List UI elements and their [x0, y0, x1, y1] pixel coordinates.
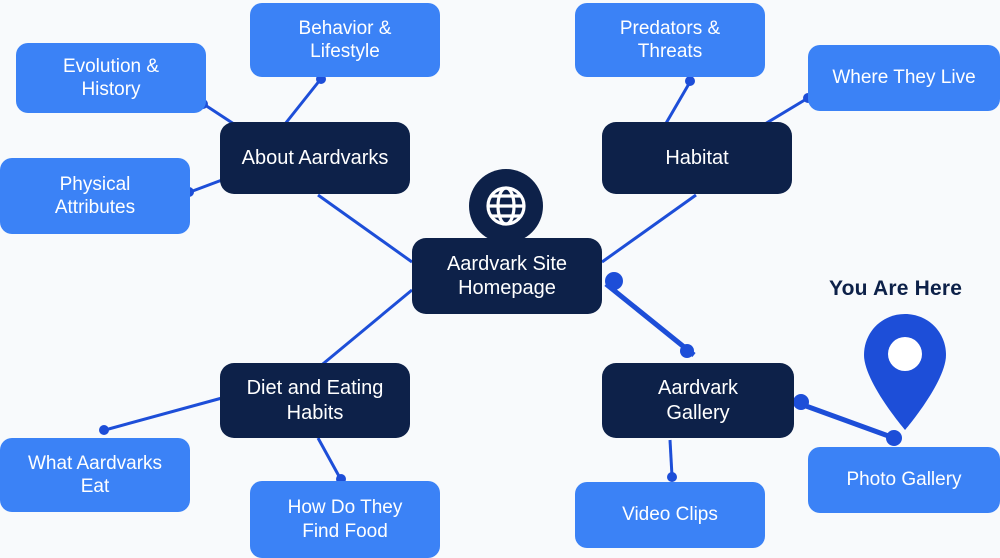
globe-icon [486, 186, 526, 226]
node-where-they-live[interactable]: Where They Live [808, 45, 1000, 111]
node-behavior-lifestyle[interactable]: Behavior & Lifestyle [250, 3, 440, 77]
node-label: Diet and Eating Habits [228, 376, 402, 425]
node-line-2: Eat [80, 476, 110, 497]
node-line-2: Threats [637, 41, 703, 62]
node-line-2: Find Food [302, 520, 388, 542]
node-line-1: Behavior & [298, 17, 392, 39]
globe-badge [469, 169, 543, 243]
node-line-1: Aardvark Site [446, 252, 568, 275]
node-label: Behavior & Lifestyle [258, 17, 432, 63]
node-label: Aardvark Gallery [610, 376, 786, 425]
map-pin-icon [864, 314, 946, 430]
node-photo-gallery[interactable]: Photo Gallery [808, 447, 1000, 513]
node-line-2: Habits [286, 401, 344, 424]
node-what-aardvarks-eat[interactable]: What Aardvarks Eat [0, 438, 190, 512]
node-line-1: How Do They [287, 497, 403, 519]
node-label: Evolution & History [24, 55, 198, 101]
node-label: Habitat [665, 146, 729, 169]
node-label: Aardvark Site Homepage [420, 252, 594, 301]
node-label: Predators & Threats [583, 17, 757, 63]
node-label: Physical Attributes [8, 173, 182, 219]
node-line-2: Gallery [666, 401, 730, 424]
node-habitat[interactable]: Habitat [602, 122, 792, 194]
node-diet-eating-habits[interactable]: Diet and Eating Habits [220, 363, 410, 438]
node-line-1: Aardvark [657, 377, 739, 400]
node-predators-threats[interactable]: Predators & Threats [575, 3, 765, 77]
node-about-aardvarks[interactable]: About Aardvarks [220, 122, 410, 194]
node-line-2: Lifestyle [310, 41, 380, 62]
node-line-1: Predators & [619, 17, 721, 39]
you-are-here-label: You Are Here [829, 277, 963, 300]
node-line-1: Physical [59, 173, 131, 195]
node-label: What Aardvarks Eat [8, 452, 182, 498]
node-label: Where They Live [832, 67, 976, 89]
node-line-1: Diet and Eating [246, 377, 384, 400]
node-physical-attributes[interactable]: Physical Attributes [0, 158, 190, 234]
node-aardvark-gallery[interactable]: Aardvark Gallery [602, 363, 794, 438]
node-line-1: What Aardvarks [27, 452, 163, 474]
node-label: How Do They Find Food [258, 496, 432, 542]
node-line-1: Evolution & [62, 55, 160, 77]
node-evolution-history[interactable]: Evolution & History [16, 43, 206, 113]
node-label: About Aardvarks [241, 146, 389, 169]
node-line-2: History [81, 79, 141, 100]
node-line-2: Homepage [458, 277, 556, 299]
node-label: Photo Gallery [846, 469, 962, 491]
node-label: Video Clips [622, 504, 718, 526]
node-center-homepage[interactable]: Aardvark Site Homepage [412, 238, 602, 314]
node-line-2: Attributes [54, 197, 136, 218]
node-video-clips[interactable]: Video Clips [575, 482, 765, 548]
node-how-find-food[interactable]: How Do They Find Food [250, 481, 440, 558]
